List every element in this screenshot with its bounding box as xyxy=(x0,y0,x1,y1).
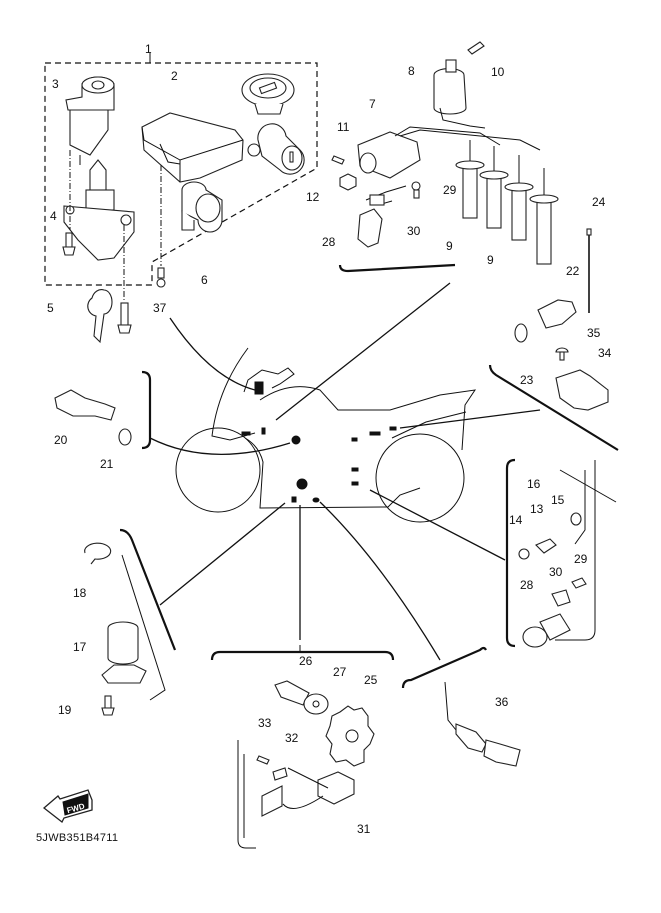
callout-22: 22 xyxy=(566,264,580,278)
callout-24: 24 xyxy=(592,195,606,209)
callout-28b: 28 xyxy=(520,578,534,592)
callout-7: 7 xyxy=(369,97,376,111)
callout-10: 10 xyxy=(491,65,505,79)
seat-lock-part xyxy=(247,123,305,175)
callout-27: 27 xyxy=(333,665,347,679)
callout-30a: 30 xyxy=(407,224,421,238)
leader-lines xyxy=(149,282,541,661)
callout-36: 36 xyxy=(495,695,509,709)
sensor-group-right xyxy=(488,228,619,451)
callout-11: 11 xyxy=(337,120,350,134)
bolt-4-part xyxy=(62,232,76,256)
sidestand-switch-group xyxy=(84,528,177,716)
motorcycle-silhouette xyxy=(175,347,477,523)
callout-14: 14 xyxy=(509,513,523,527)
callout-23: 23 xyxy=(520,373,534,387)
sensor-group-left xyxy=(54,370,152,450)
callout-13: 13 xyxy=(530,502,544,516)
main-switch-part xyxy=(65,76,115,165)
bolt-37-part xyxy=(117,302,132,334)
callout-9b: 9 xyxy=(487,253,494,267)
ignition-lock-part xyxy=(63,150,135,300)
callout-9a: 9 xyxy=(446,239,453,253)
callout-21: 21 xyxy=(100,457,114,471)
callout-32: 32 xyxy=(285,731,299,745)
callout-6: 6 xyxy=(201,273,208,287)
key-part xyxy=(87,289,113,344)
callout-4: 4 xyxy=(50,209,57,223)
callout-18: 18 xyxy=(73,586,87,600)
pickup-coil-group xyxy=(210,645,395,849)
callout-3: 3 xyxy=(52,77,59,91)
callout-8: 8 xyxy=(408,64,415,78)
callout-31: 31 xyxy=(357,822,371,836)
callout-20: 20 xyxy=(54,433,68,447)
callout-15: 15 xyxy=(551,493,565,507)
callout-2: 2 xyxy=(171,69,178,83)
callout-35: 35 xyxy=(587,326,601,340)
kit-box-group-1 xyxy=(44,53,318,286)
fwd-arrow-icon: FWD xyxy=(42,789,93,823)
callout-26: 26 xyxy=(299,654,313,668)
callout-33: 33 xyxy=(258,716,272,730)
ecu-part xyxy=(141,112,244,183)
callout-29a: 29 xyxy=(443,183,457,197)
part-code: 5JWB351B4711 xyxy=(36,832,119,844)
callout-1: 1 xyxy=(145,42,152,56)
crank-sensor-group xyxy=(505,458,617,648)
o2-sensor-group xyxy=(401,646,521,767)
callout-30b: 30 xyxy=(549,565,563,579)
callout-29b: 29 xyxy=(574,552,588,566)
callout-25: 25 xyxy=(364,673,378,687)
helmet-lock-part xyxy=(181,181,223,233)
fuel-cap-lock-part xyxy=(241,73,295,115)
callout-12: 12 xyxy=(306,190,320,204)
callout-37: 37 xyxy=(153,301,167,315)
callout-16: 16 xyxy=(527,477,541,491)
callout-34: 34 xyxy=(598,346,612,360)
callout-5: 5 xyxy=(47,301,54,315)
callout-28a: 28 xyxy=(322,235,336,249)
bolt-6-part xyxy=(156,267,166,288)
callout-17: 17 xyxy=(73,640,87,654)
ignition-coil-group xyxy=(331,41,559,273)
callout-19: 19 xyxy=(58,703,72,717)
